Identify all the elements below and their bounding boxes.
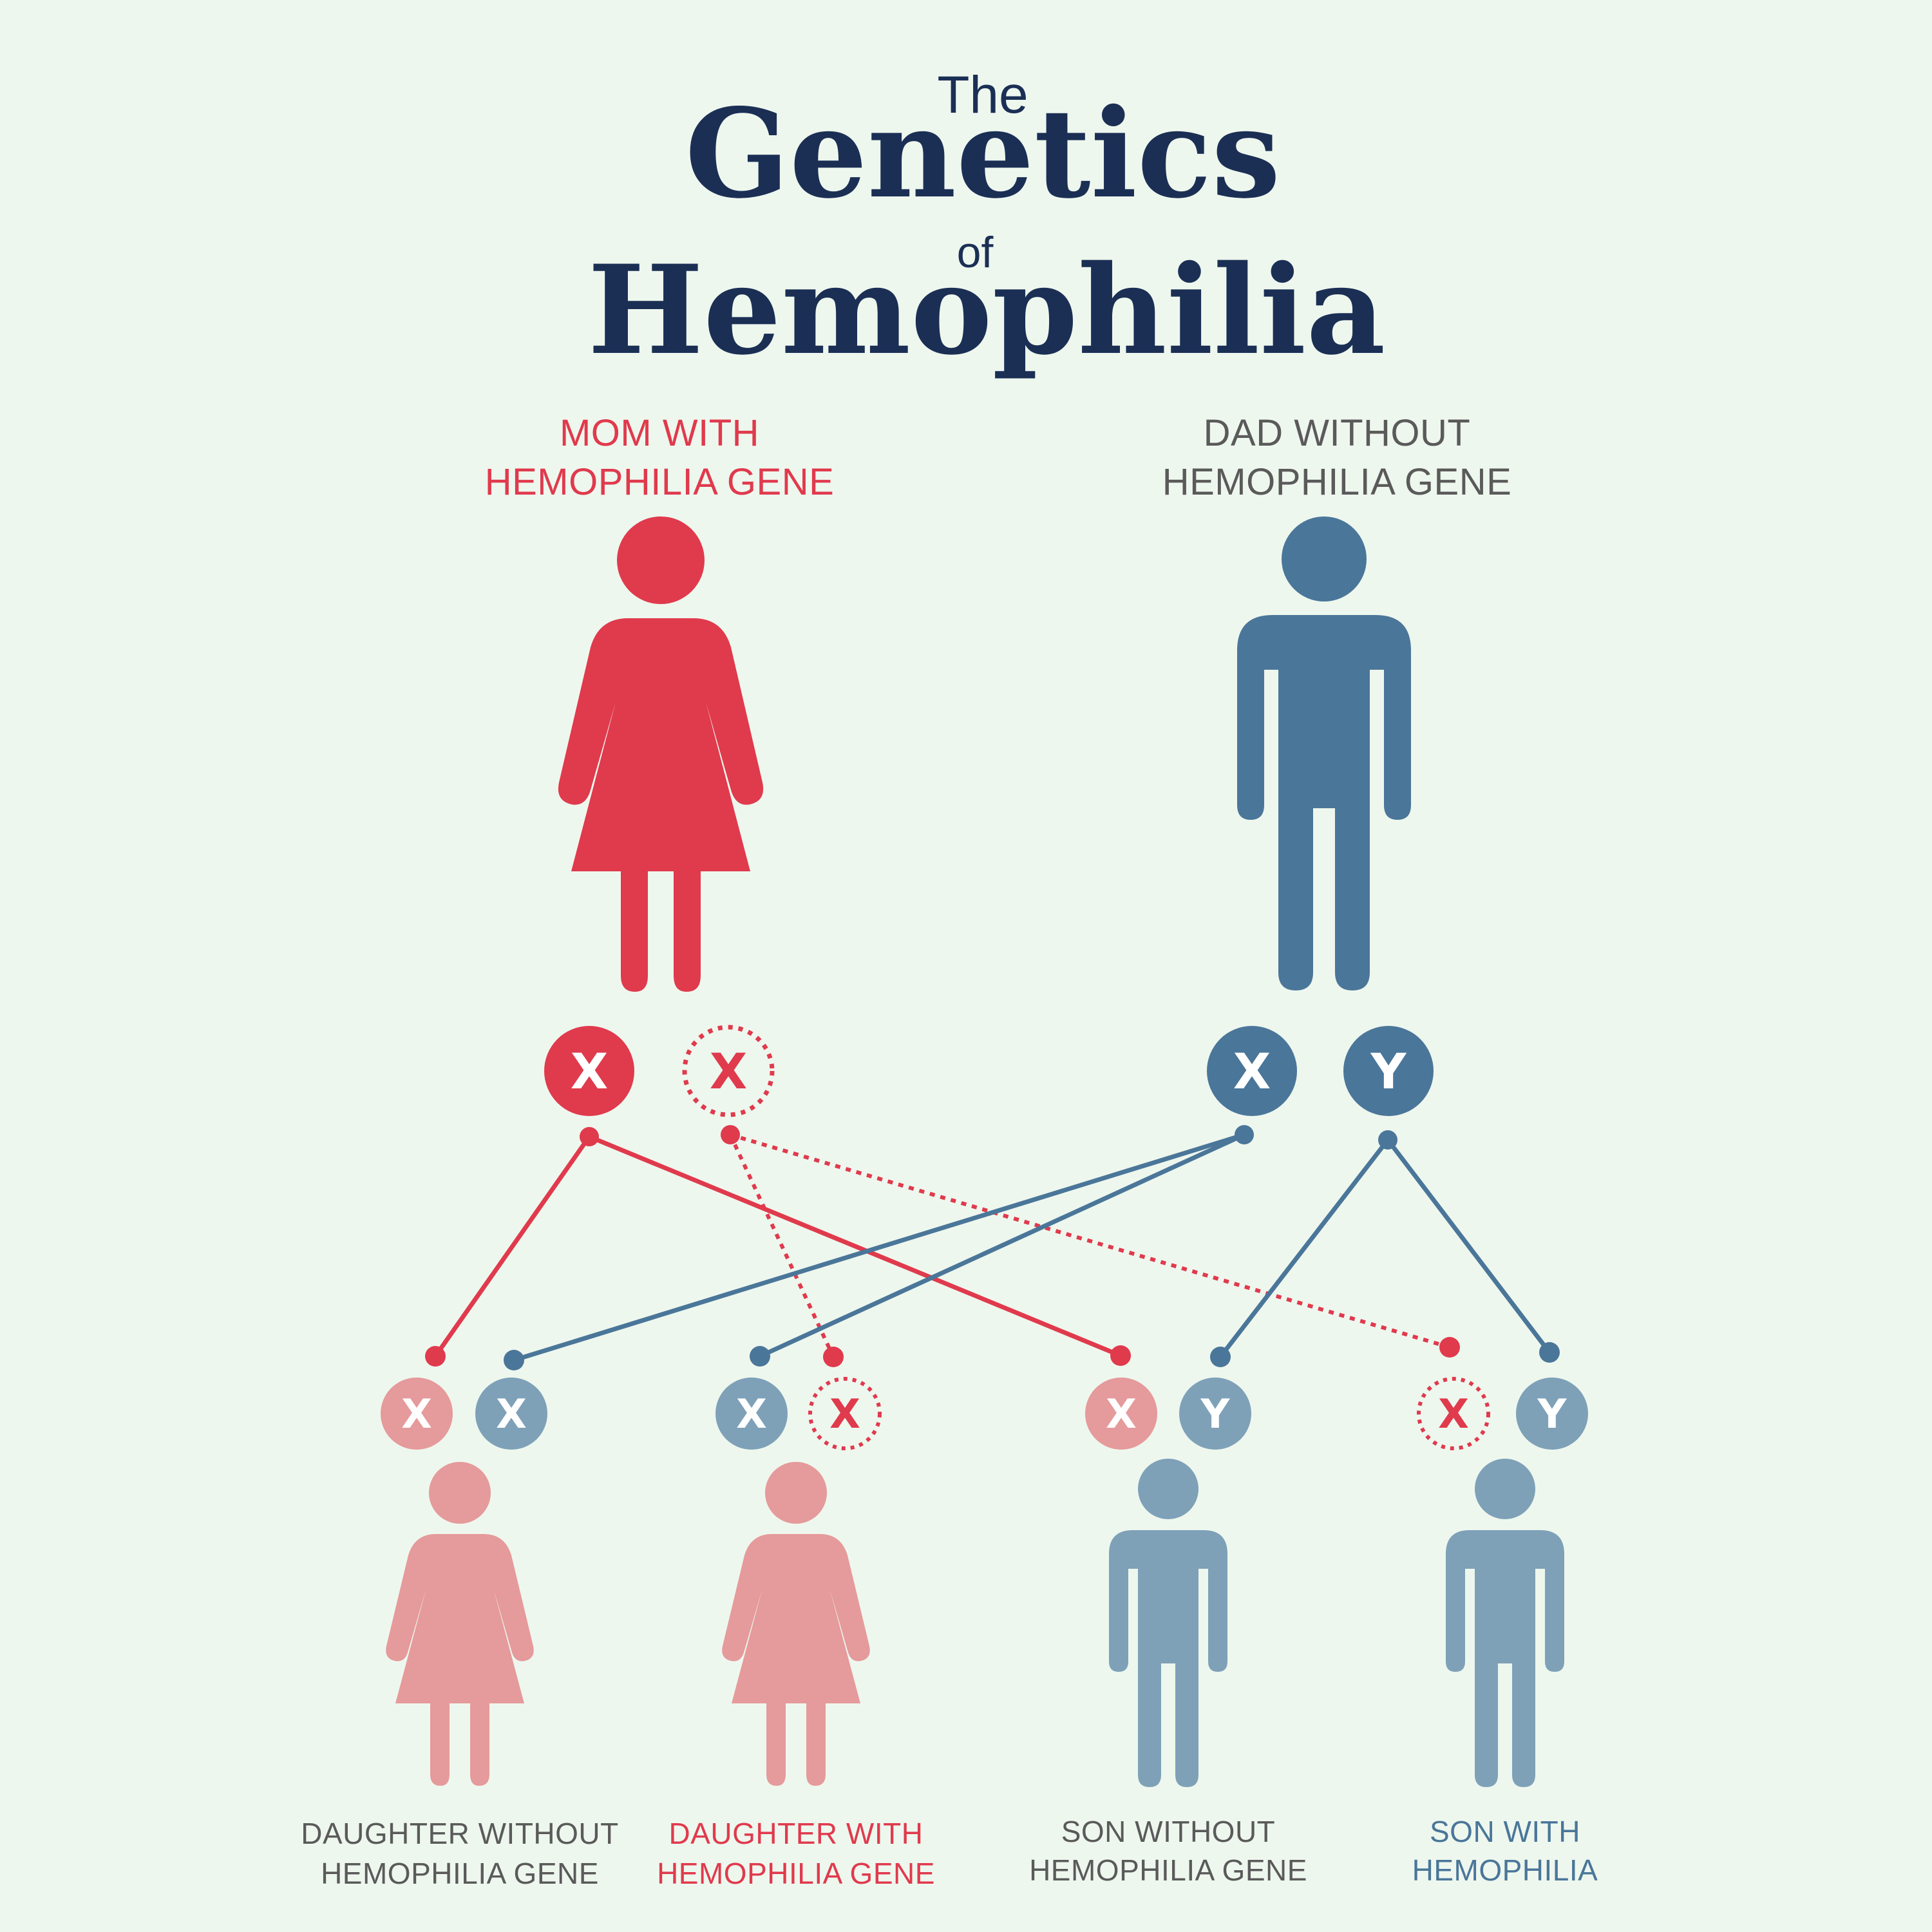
daughter-with-gene-figure (722, 1462, 870, 1786)
mom-chromosome-x: X (544, 1026, 634, 1116)
line-mom-carrier-to-daughter2 (728, 1133, 835, 1358)
dad-chromosome-x: X (1207, 1026, 1297, 1116)
mom-carrier-x-letter: X (710, 1043, 748, 1100)
son2-chromosome-x-carrier: X (1417, 1377, 1490, 1450)
son2-label-line2: HEMOPHILIA (1412, 1853, 1598, 1887)
dad-chromosome-y: Y (1343, 1026, 1434, 1116)
daughter2-label-line1: DAUGHTER WITH (669, 1817, 923, 1850)
man-icon (1446, 1459, 1564, 1787)
daughter2-chromosome-x-from-dad: X (715, 1378, 788, 1450)
line-dad-x-to-daughter1 (513, 1132, 1245, 1363)
mom-label-line2: HEMOPHILIA GENE (485, 461, 835, 503)
title: The Genetics of Hemophilia (588, 66, 1386, 382)
line-dad-y-to-son1 (1218, 1138, 1390, 1359)
son2-chrom1-letter: X (1438, 1390, 1469, 1437)
daughter2-chrom2-letter: X (829, 1390, 860, 1437)
son1-chromosome-y-from-dad: Y (1179, 1378, 1251, 1450)
dad-chromosome-x-letter: X (1233, 1043, 1271, 1100)
line-mom-carrier-to-son2 (730, 1133, 1450, 1349)
daughter1-chrom2-letter: X (496, 1390, 527, 1437)
mom-label-line1: MOM WITH (560, 412, 759, 454)
line-mom-x-to-son1 (588, 1134, 1122, 1358)
daughter-without-gene-label: DAUGHTER WITHOUT HEMOPHILIA GENE (301, 1817, 619, 1890)
daughter2-chromosome-x-carrier: X (808, 1377, 882, 1450)
dad-chromosome-y-letter: Y (1370, 1043, 1406, 1100)
mom-label: MOM WITH HEMOPHILIA GENE (485, 412, 835, 503)
daughter1-label-line2: HEMOPHILIA GENE (321, 1857, 599, 1890)
son-with-hemophilia-label: SON WITH HEMOPHILIA (1412, 1815, 1598, 1887)
man-icon (1109, 1459, 1227, 1787)
woman-icon (722, 1462, 870, 1786)
title-genetics: Genetics (685, 82, 1281, 225)
son-without-gene-figure (1109, 1459, 1227, 1787)
daughter-without-gene-figure (386, 1462, 534, 1786)
daughter1-chromosome-x-from-dad: X (475, 1378, 547, 1450)
woman-icon (558, 516, 764, 992)
title-hemophilia: Hemophilia (588, 238, 1386, 382)
daughter-with-gene-label: DAUGHTER WITH HEMOPHILIA GENE (657, 1817, 935, 1890)
man-icon (1237, 516, 1411, 990)
daughter2-label-line2: HEMOPHILIA GENE (657, 1857, 935, 1890)
woman-icon (386, 1462, 534, 1786)
line-dad-x-to-daughter2 (759, 1132, 1245, 1359)
mom-figure (558, 516, 764, 992)
mom-chromosome-x-carrier: X (682, 1025, 775, 1117)
son1-chromosome-x-from-mom: X (1085, 1378, 1157, 1450)
daughter1-chromosome-x-from-mom: X (381, 1378, 453, 1450)
son1-chrom1-letter: X (1106, 1390, 1137, 1437)
son1-label-line2: HEMOPHILIA GENE (1029, 1853, 1307, 1887)
title-of: of (957, 228, 994, 277)
inheritance-lines (425, 1125, 1560, 1370)
son2-label-line1: SON WITH (1430, 1815, 1580, 1848)
son1-chrom2-letter: Y (1200, 1390, 1231, 1437)
mom-chromosome-x-letter: X (571, 1043, 609, 1100)
son-with-hemophilia-figure (1446, 1459, 1564, 1787)
line-mom-x-to-daughter1 (433, 1135, 591, 1358)
son2-chromosome-y-from-dad: Y (1516, 1378, 1588, 1450)
dad-label-line2: HEMOPHILIA GENE (1162, 461, 1512, 503)
title-the: The (937, 66, 1028, 124)
son2-chrom2-letter: Y (1537, 1390, 1567, 1437)
daughter1-label-line1: DAUGHTER WITHOUT (301, 1817, 619, 1850)
daughter1-chrom1-letter: X (401, 1390, 432, 1437)
son-without-gene-label: SON WITHOUT HEMOPHILIA GENE (1029, 1815, 1307, 1887)
dad-figure (1237, 516, 1411, 990)
dad-label-line1: DAD WITHOUT (1204, 412, 1471, 454)
line-dad-y-to-son2 (1386, 1138, 1551, 1354)
son1-label-line1: SON WITHOUT (1061, 1815, 1276, 1848)
dad-label: DAD WITHOUT HEMOPHILIA GENE (1162, 412, 1512, 503)
daughter2-chrom1-letter: X (736, 1390, 767, 1437)
